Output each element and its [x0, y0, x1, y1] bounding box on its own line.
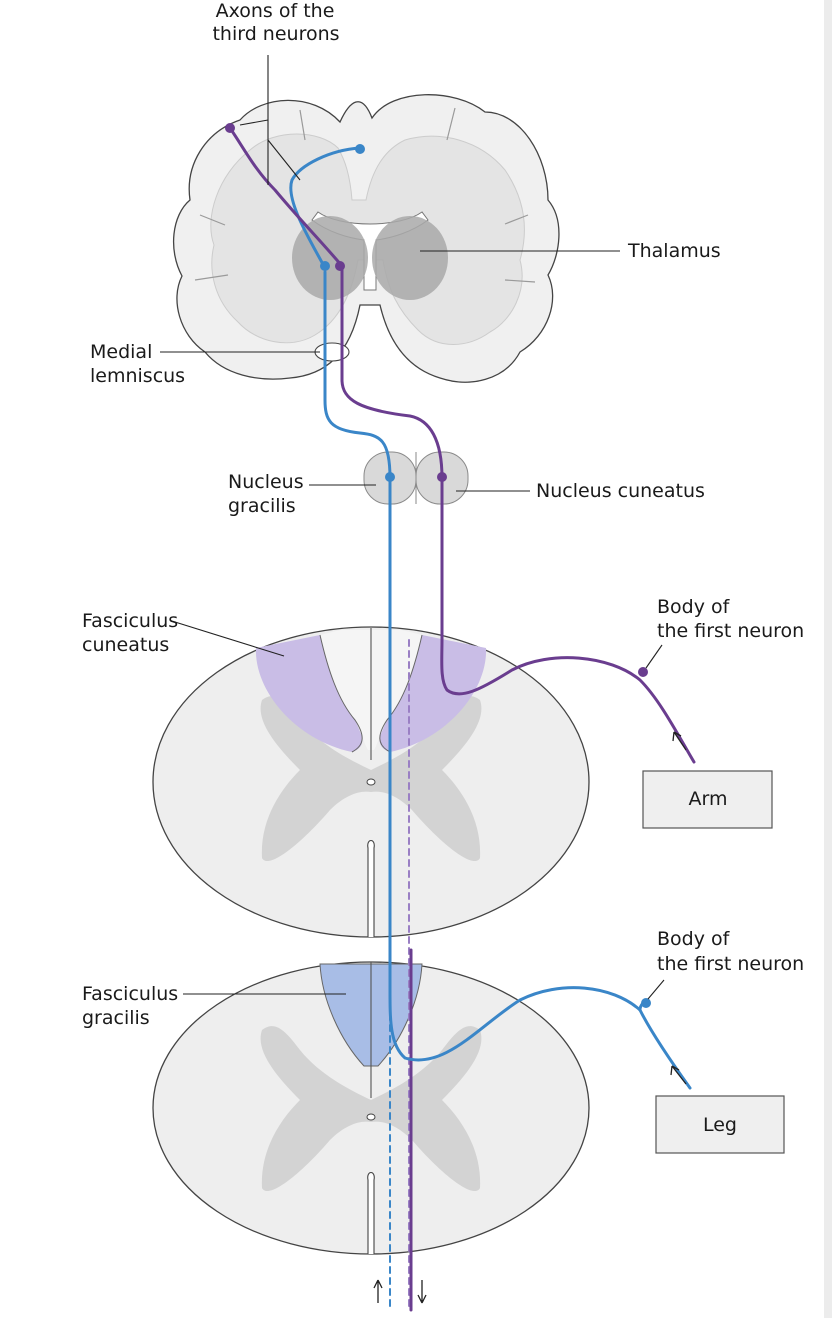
medial-label-line2: lemniscus: [90, 365, 185, 387]
body2-leader: [647, 979, 665, 1000]
upper-anterior-fissure: [367, 839, 375, 937]
body2-label-line1: Body of: [657, 928, 731, 950]
purple-cortex-terminal: [225, 123, 235, 133]
arm-label: Arm: [689, 788, 728, 810]
gracilis-label-line2: gracilis: [228, 495, 296, 517]
lower-spinal-cord: [152, 961, 590, 1255]
brain-section: [172, 94, 560, 383]
blue-first-neuron-body: [641, 998, 651, 1008]
axons-label-line2: third neurons: [212, 23, 339, 45]
upper-fasciculus-cuneatus-right: [379, 635, 487, 752]
fasc-cuneatus-label-line2: cuneatus: [82, 634, 169, 656]
upper-central-canal: [366, 778, 376, 786]
lower-grey-matter: [260, 1026, 482, 1192]
leader-lines: [160, 55, 665, 1000]
leg-label: Leg: [703, 1114, 737, 1136]
body1-label-line1: Body of: [657, 596, 731, 618]
purple-lemniscus-to-thalamus: [340, 266, 444, 480]
body1-leader: [645, 644, 663, 669]
brain-sulcus: [194, 107, 536, 283]
leg-box: [655, 1095, 785, 1154]
blue-thalamus-to-cortex: [289, 146, 362, 270]
purple-cuneatus-synapse: [437, 472, 447, 482]
purple-first-neuron-body: [638, 667, 648, 677]
purple-thalamus-synapse: [335, 261, 345, 271]
fasc-gracilis-label-line1: Fasciculus: [82, 983, 178, 1005]
blue-lemniscus-to-thalamus: [323, 270, 392, 480]
neuron-markers: [225, 123, 687, 1304]
thalamus-right: [372, 216, 448, 300]
body2-label-line2: the first neuron: [657, 953, 804, 975]
gracilis-label-line1: Nucleus: [228, 471, 304, 493]
body1-label-line2: the first neuron: [657, 620, 804, 642]
upper-fasciculus-cuneatus-left: [255, 635, 363, 752]
blue-leg-neuron-path: [388, 928, 692, 1090]
fasc-cuneatus-label-line1: Fasciculus: [82, 610, 178, 632]
blue-afferent-arrow: [670, 1065, 687, 1085]
medial-lemniscus-oval: [314, 342, 350, 362]
lower-central-canal: [366, 1113, 376, 1121]
right-edge-strip: [824, 0, 832, 1318]
purple-arm-neuron-path: [440, 638, 696, 764]
pathways: [228, 126, 696, 1312]
axons-leader: [239, 55, 301, 185]
medulla-nuclei: [363, 451, 469, 505]
thalamus-left: [292, 216, 368, 300]
medial-label-line1: Medial: [90, 341, 152, 363]
arm-box: [642, 770, 773, 829]
upper-spinal-cord: [152, 626, 590, 938]
lower-anterior-fissure: [367, 1171, 375, 1254]
fasc-gracilis-label-line2: gracilis: [82, 1007, 150, 1029]
bottom-up-arrow: [373, 1279, 383, 1303]
fasc-cuneatus-leader: [174, 621, 285, 657]
blue-gracilis-synapse: [385, 472, 395, 482]
cuneatus-label: Nucleus cuneatus: [536, 480, 705, 502]
purple-afferent-arrow: [672, 731, 687, 751]
purple-thalamus-to-cortex: [228, 126, 344, 268]
axons-label-line1: Axons of the: [216, 0, 335, 22]
blue-thalamus-synapse: [320, 261, 330, 271]
upper-tract-outline: [319, 634, 423, 753]
thalamus-label: Thalamus: [627, 240, 721, 262]
blue-cortex-terminal: [355, 144, 365, 154]
bottom-down-arrow: [417, 1280, 427, 1304]
